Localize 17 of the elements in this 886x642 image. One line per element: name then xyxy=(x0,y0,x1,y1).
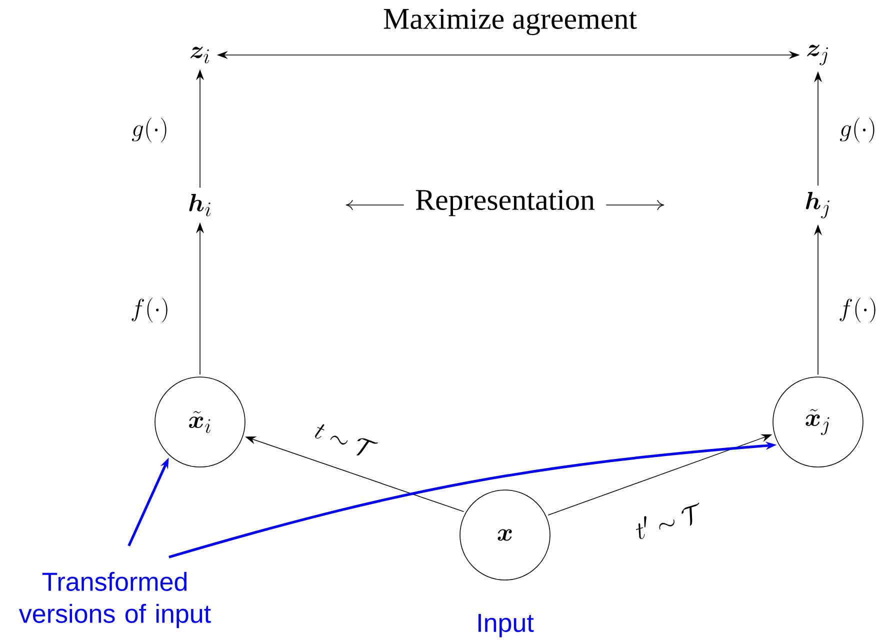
edge-label: $g(\cdot)$ xyxy=(840,118,874,142)
vector-label: $\boldsymbol{h}_i$ xyxy=(189,194,210,216)
edge-label: $g(\cdot)$ xyxy=(132,118,166,142)
annotation-text: Transformed versions of input xyxy=(19,572,211,628)
circle-node: $\tilde{\boldsymbol{x}}_i$ xyxy=(154,376,246,468)
annotation-text: Input xyxy=(478,614,534,638)
label-text: Representation xyxy=(416,190,595,216)
circle-node: $\tilde{\boldsymbol{x}}_j$ xyxy=(772,376,864,468)
edge-label: Maximize agreement xyxy=(384,8,637,36)
edge-label: $f(\cdot)$ xyxy=(132,298,168,322)
circle-node: $\boldsymbol{x}$ xyxy=(460,490,550,580)
vector-label: $\boldsymbol{h}_j$ xyxy=(806,192,830,218)
vector-label: $\boldsymbol{z}_j$ xyxy=(807,44,828,66)
vector-label: $\boldsymbol{z}_i$ xyxy=(190,46,210,64)
edge-label: $t \sim \mathcal{T}$ xyxy=(315,424,378,456)
edge-label: $t' \sim \mathcal{T}$ xyxy=(636,502,700,540)
edge-label: $f(\cdot)$ xyxy=(840,298,876,322)
